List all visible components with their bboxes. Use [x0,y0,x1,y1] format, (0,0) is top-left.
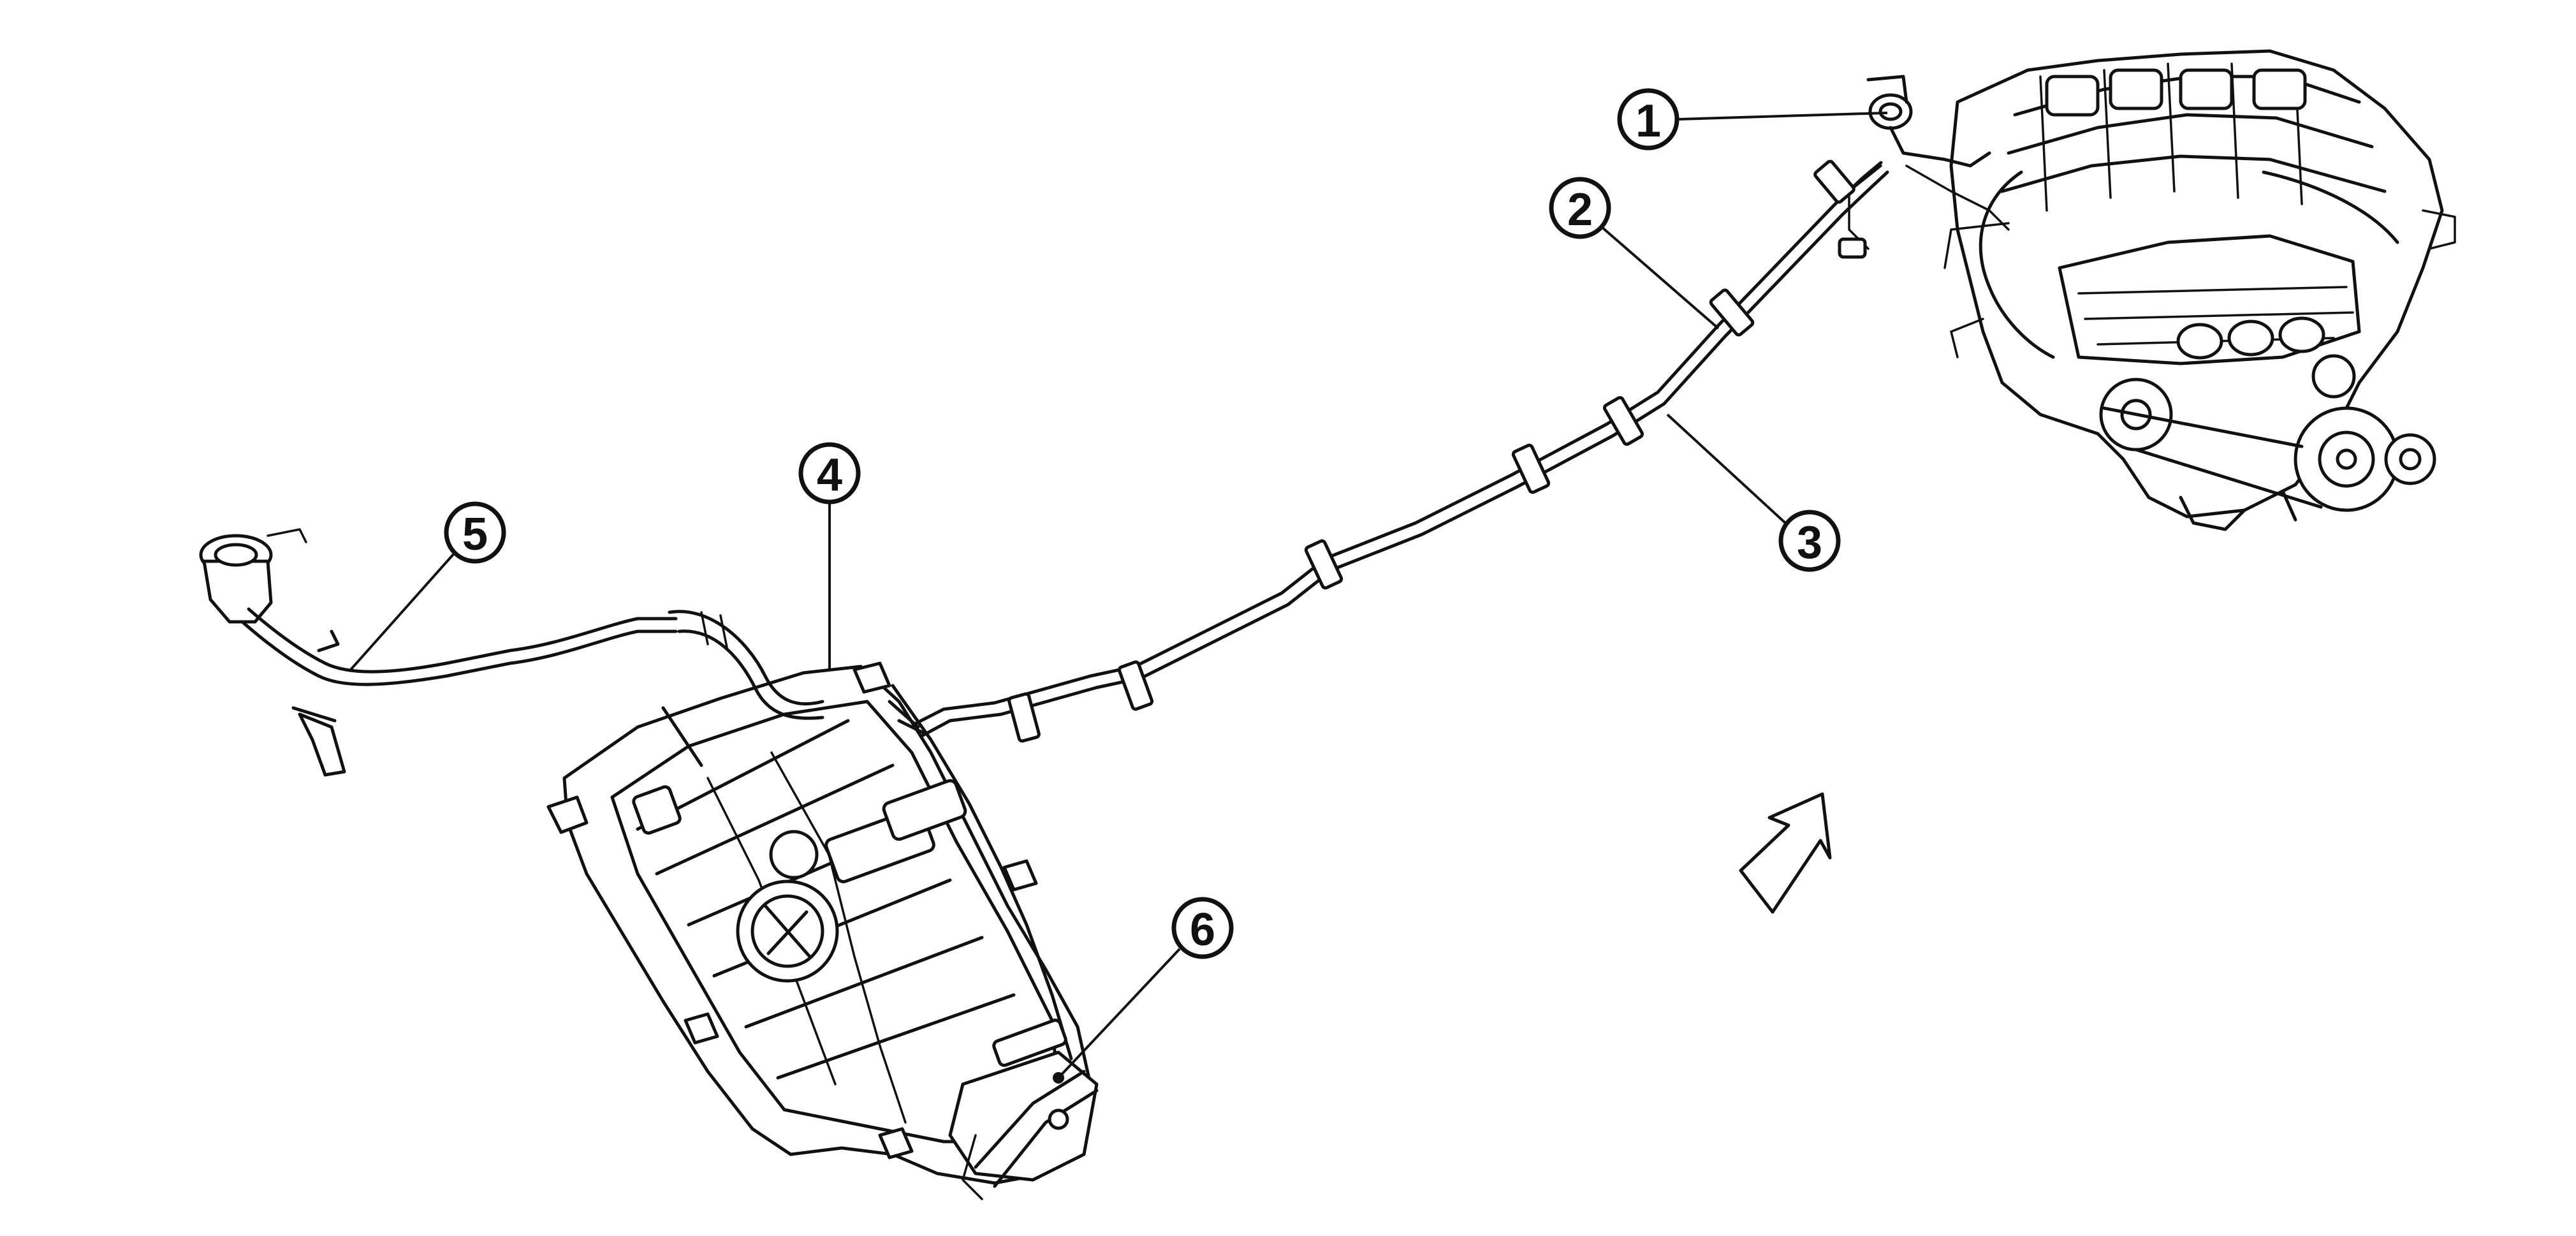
callout-6: 6 [1171,897,1234,959]
callout-1-leader [1678,112,1888,121]
callout-5-leader [349,552,455,671]
callout-2: 2 [1549,177,1611,239]
fuel-lines [900,159,1889,745]
engine-assembly [1943,49,2456,531]
callout-6-dot [1053,1072,1064,1084]
filler-neck [199,528,824,777]
front-direction-arrow-icon [1739,792,1832,914]
callout-1: 1 [1617,88,1680,151]
callout-1-label: 1 [1636,96,1661,147]
callout-5: 5 [444,501,506,564]
vapor-lines [948,1019,1099,1200]
callout-3-label: 3 [1797,517,1822,568]
callout-4: 4 [798,442,861,504]
callout-4-label: 4 [817,450,842,501]
callout-3: 3 [1778,510,1841,572]
quick-connector [1838,75,2010,259]
callout-6-leader [1057,948,1181,1079]
callout-3-leader [1666,413,1787,524]
callout-5-label: 5 [462,509,488,560]
callout-2-label: 2 [1567,184,1593,235]
callout-2-leader [1600,226,1720,330]
callout-6-label: 6 [1190,904,1215,955]
